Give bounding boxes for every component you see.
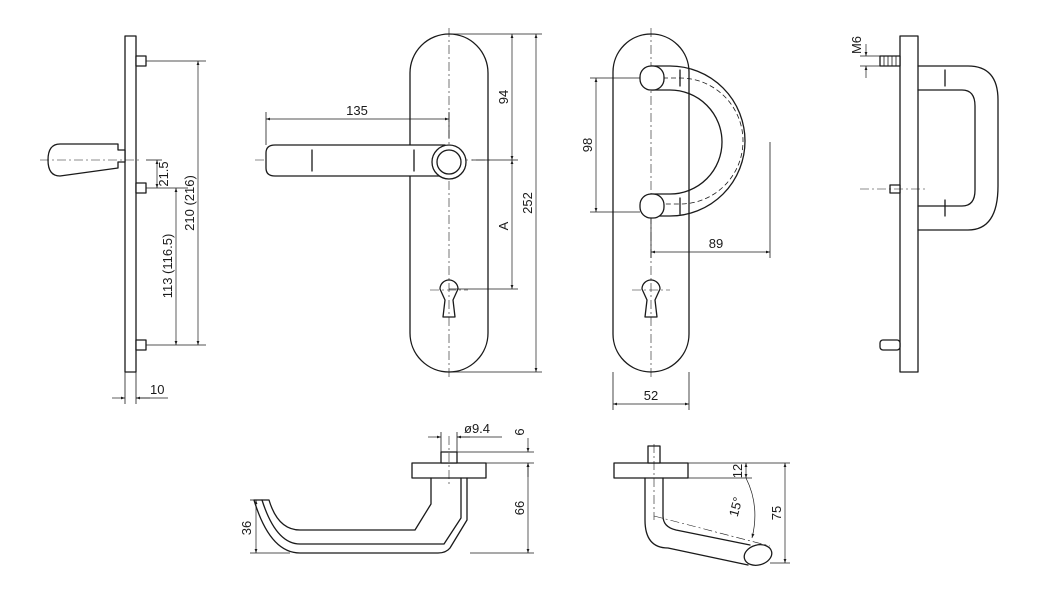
dim-66-label: 66: [512, 501, 527, 515]
backplate-side: [124, 35, 137, 373]
side-stud-bottom: [879, 339, 901, 351]
dim-94-label: 94: [496, 90, 511, 104]
pull-bar-inner: [917, 89, 976, 207]
dim-252-label: 252: [520, 192, 535, 214]
fixing-stud-top: [135, 55, 147, 67]
lever-side-view: 10 21.5 113 (116.5) 210 (216): [40, 35, 206, 404]
lever-neck: [436, 149, 462, 175]
dim-12-label: 12: [730, 464, 745, 478]
dim-113-label: 113 (116.5): [160, 234, 175, 299]
cylinder-keyhole: [439, 279, 459, 318]
dim-210-label: 210 (216): [182, 175, 197, 231]
angle-arc: [745, 477, 756, 539]
lever-grip-front: [265, 144, 446, 177]
profile-lever-tip: [743, 544, 773, 566]
dim-9-4-label: ø9.4: [464, 421, 490, 436]
lever-front-view: 135 94 A 252: [255, 28, 542, 378]
dim-75-label: 75: [769, 506, 784, 520]
dim-10-label: 10: [150, 382, 164, 397]
fixing-stud-middle: [135, 182, 147, 194]
lever-top-inner: [261, 477, 462, 545]
dim-89-label: 89: [709, 236, 723, 251]
profile-lever-inner: [662, 477, 751, 546]
dim-52-label: 52: [644, 388, 658, 403]
pull-handle-outer: [650, 65, 746, 217]
dim-135-label: 135: [346, 103, 368, 118]
lever-top-outline: [253, 477, 468, 554]
pull-mount-bottom: [639, 193, 665, 219]
pull-mount-top: [639, 65, 665, 91]
dim-m6-label: M6: [849, 36, 864, 54]
pull-cylinder-keyhole: [641, 279, 661, 318]
profile-rose: [613, 462, 689, 479]
pull-handle-side-view: M6: [849, 35, 999, 373]
angle-15-label: 15°: [726, 495, 746, 518]
profile-lever-outer: [644, 477, 749, 566]
lever-profile-view: 12 75 15°: [613, 444, 790, 566]
dim-98-label: 98: [580, 138, 595, 152]
dim-6-label: 6: [512, 428, 527, 435]
pull-handle-front-view: 98 89 52: [580, 28, 771, 410]
fixing-stud-bottom: [135, 339, 147, 351]
dim-36-label: 36: [239, 521, 254, 535]
pull-bar-outer: [917, 65, 999, 231]
dim-21-5-label: 21.5: [156, 161, 171, 186]
m6-thread-stud: [879, 55, 901, 67]
pull-backplate-side: [899, 35, 919, 373]
lever-top-view: ø9.4 6 66 36: [239, 421, 534, 554]
dim-A-label: A: [496, 221, 511, 230]
pull-handle-inner: [650, 89, 723, 195]
